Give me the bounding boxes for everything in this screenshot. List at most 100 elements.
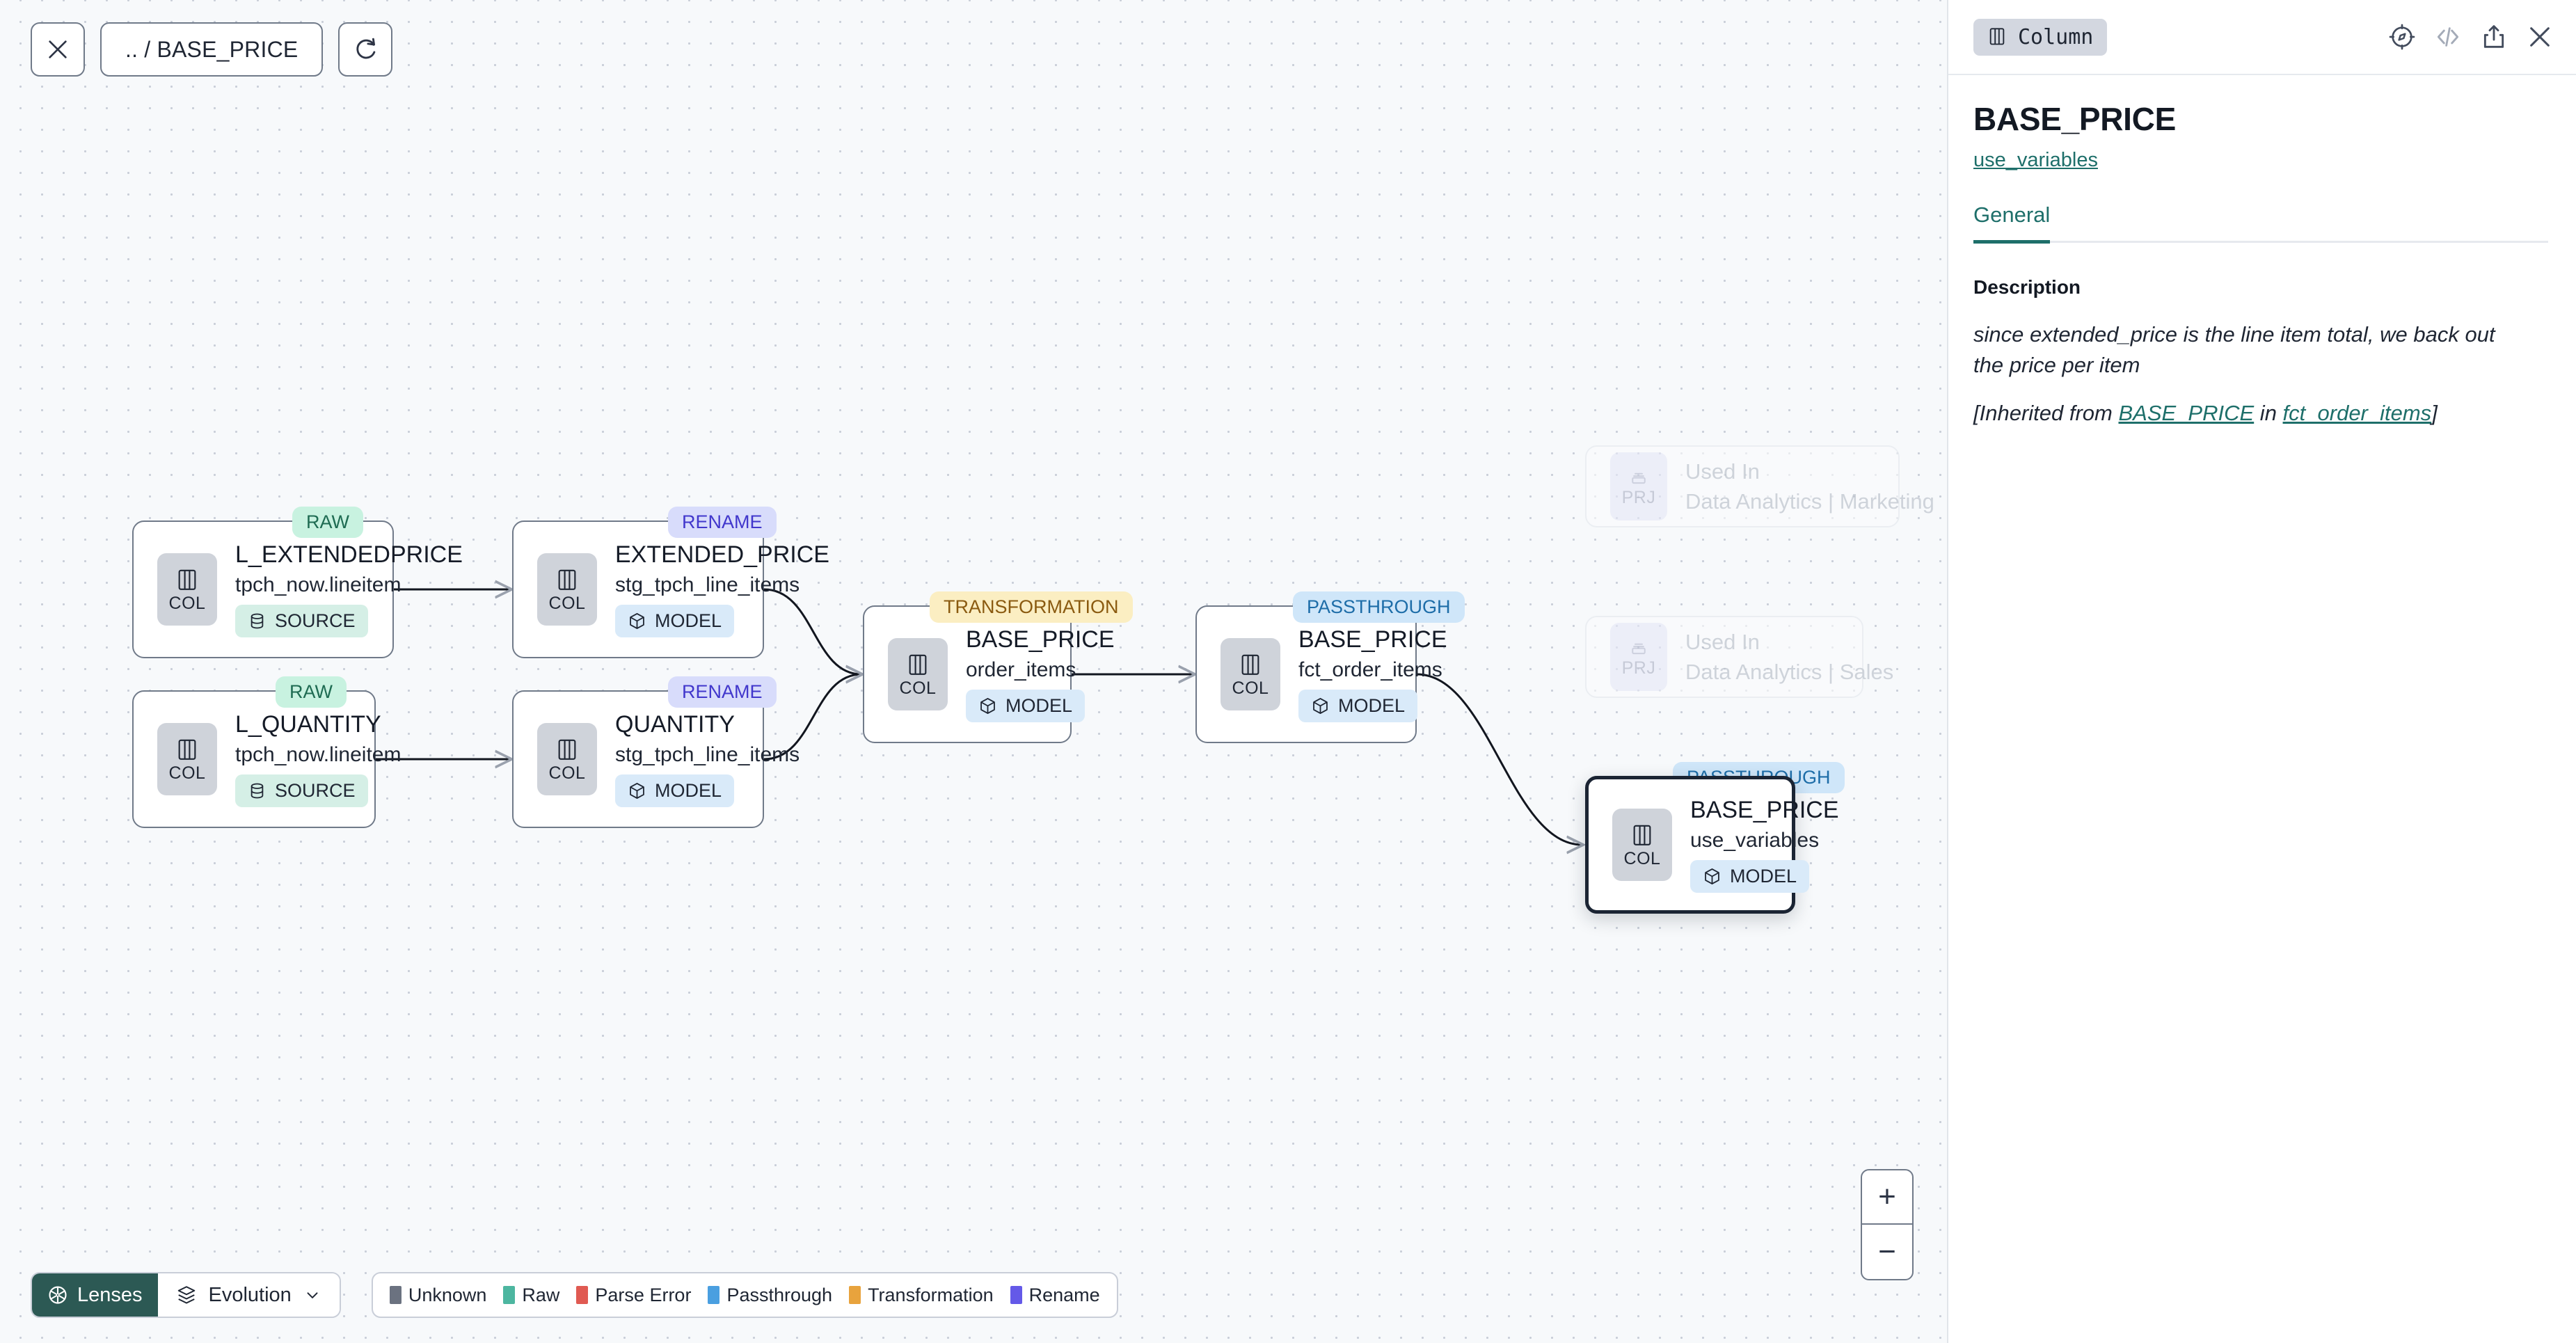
close-canvas-button[interactable] <box>31 22 85 77</box>
node-title: L_EXTENDEDPRICE <box>235 541 463 568</box>
node-kind-pill: MODEL <box>615 774 735 808</box>
column-icon <box>558 739 576 760</box>
col-chip: COL <box>1612 809 1672 881</box>
pill-label: MODEL <box>1338 695 1406 717</box>
col-chip: COL <box>537 553 597 626</box>
prj-chip: PRJ <box>1610 623 1667 691</box>
column-icon <box>909 654 927 675</box>
breadcrumb: .. / BASE_PRICE <box>125 36 299 62</box>
node-used-in-marketing[interactable]: PRJ Used In Data Analytics | Marketing <box>1585 445 1934 527</box>
legend-item-rename: Rename <box>1010 1285 1100 1306</box>
col-chip: COL <box>1221 638 1280 710</box>
inherited-suffix: ] <box>2431 400 2438 425</box>
refresh-icon <box>356 38 376 59</box>
breadcrumb-button[interactable]: .. / BASE_PRICE <box>100 22 324 77</box>
lenses-button[interactable]: Lenses <box>32 1273 158 1317</box>
tab-general[interactable]: General <box>1973 202 2051 244</box>
column-icon <box>1989 28 2005 45</box>
node-subtitle: stg_tpch_line_items <box>615 573 800 596</box>
cube-icon <box>630 613 644 630</box>
node-kind-pill: MODEL <box>1690 860 1810 893</box>
cube-icon <box>1313 698 1328 715</box>
project-icon <box>1632 643 1646 654</box>
node-title: BASE_PRICE <box>1690 796 1839 823</box>
cube-icon <box>980 698 995 715</box>
node-kind-pill: MODEL <box>1298 690 1418 723</box>
node-order-items[interactable]: COL BASE_PRICE order_items MODEL <box>863 605 1115 743</box>
prj-chip-label: PRJ <box>1621 487 1656 507</box>
node-extended-price[interactable]: COL EXTENDED_PRICE stg_tpch_line_items M… <box>512 520 829 658</box>
prj-chip: PRJ <box>1610 452 1667 520</box>
compass-icon[interactable] <box>2388 23 2416 51</box>
node-kind-pill: SOURCE <box>235 605 368 638</box>
zoom-controls: + − <box>1861 1169 1914 1280</box>
model-link[interactable]: use_variables <box>1973 149 2098 171</box>
legend-label: Unknown <box>408 1284 487 1305</box>
node-title: L_QUANTITY <box>235 710 381 738</box>
node-badge-passthrough: PASSTHROUGH <box>1293 591 1465 623</box>
legend-item-raw: Raw <box>503 1285 559 1306</box>
pill-label: SOURCE <box>275 780 356 802</box>
col-chip-label: COL <box>548 763 586 783</box>
node-l-quantity[interactable]: COL L_QUANTITY tpch_now.lineitem SOURCE <box>132 690 401 828</box>
node-badge-raw: RAW <box>276 676 347 708</box>
node-badge-raw: RAW <box>292 507 363 538</box>
chevron-down-icon <box>307 1292 318 1298</box>
legend-item-parse-error: Parse Error <box>576 1285 691 1306</box>
node-used-in-sales[interactable]: PRJ Used In Data Analytics | Sales <box>1585 616 1893 698</box>
bottom-toolbar: Lenses Evolution Unkno <box>31 1272 1118 1318</box>
legend-swatch <box>708 1286 720 1304</box>
close-icon[interactable] <box>2526 23 2554 51</box>
node-l-extendedprice[interactable]: COL L_EXTENDEDPRICE tpch_now.lineitem SO… <box>132 520 463 658</box>
cube-icon <box>630 783 644 800</box>
close-icon <box>49 40 67 58</box>
lenses-label: Lenses <box>77 1283 143 1306</box>
evolution-dropdown[interactable]: Evolution <box>157 1273 340 1317</box>
inherited-middle: in <box>2254 400 2283 425</box>
project-icon <box>1632 472 1646 484</box>
node-kind-pill: MODEL <box>966 690 1086 723</box>
refresh-button[interactable] <box>338 22 393 77</box>
pill-label: MODEL <box>655 780 722 802</box>
node-title: BASE_PRICE <box>1298 626 1447 653</box>
inherited-column-link[interactable]: BASE_PRICE <box>2118 400 2255 425</box>
node-subtitle: Data Analytics | Marketing <box>1685 488 1934 514</box>
col-chip-label: COL <box>168 593 206 613</box>
node-title: EXTENDED_PRICE <box>615 541 829 568</box>
code-icon[interactable] <box>2434 23 2462 51</box>
col-chip: COL <box>157 723 217 795</box>
zoom-in-button[interactable]: + <box>1862 1170 1912 1225</box>
column-icon <box>1241 654 1259 675</box>
inherited-prefix: [Inherited from <box>1973 400 2119 425</box>
pill-label: MODEL <box>655 610 722 632</box>
lineage-canvas[interactable]: .. / BASE_PRICE RAW COL L_EXTENDEDPRI <box>0 0 1947 1343</box>
entity-type-chip: Column <box>1973 18 2108 56</box>
share-icon[interactable] <box>2480 23 2508 51</box>
node-badge-transformation: TRANSFORMATION <box>930 591 1133 623</box>
node-subtitle: use_variables <box>1690 828 1820 852</box>
legend-label: Rename <box>1028 1284 1100 1305</box>
description-label: Description <box>1973 276 2081 298</box>
col-chip: COL <box>537 723 597 795</box>
details-panel: Column <box>1947 0 2576 1343</box>
node-subtitle: tpch_now.lineitem <box>235 742 401 766</box>
legend-item-transformation: Transformation <box>849 1285 994 1306</box>
col-chip-label: COL <box>899 678 937 698</box>
node-fct-order-items[interactable]: COL BASE_PRICE fct_order_items MODEL <box>1195 605 1447 743</box>
node-quantity[interactable]: COL QUANTITY stg_tpch_line_items MODEL <box>512 690 800 828</box>
legend-swatch <box>576 1286 589 1304</box>
page-title: BASE_PRICE <box>1973 101 2176 137</box>
node-use-variables[interactable]: COL BASE_PRICE use_variables MODEL <box>1585 776 1839 914</box>
panel-tabs: General <box>1973 202 2548 244</box>
node-subtitle: Data Analytics | Sales <box>1685 659 1894 684</box>
node-kind-pill: MODEL <box>615 605 735 638</box>
legend-swatch <box>389 1286 401 1304</box>
zoom-out-button[interactable]: − <box>1878 1234 1896 1269</box>
col-chip: COL <box>888 638 948 710</box>
lens-group: Lenses Evolution <box>31 1272 341 1318</box>
inherited-model-link[interactable]: fct_order_items <box>2282 400 2432 425</box>
legend-label: Parse Error <box>595 1284 692 1305</box>
node-subtitle: order_items <box>966 658 1076 681</box>
evolution-label: Evolution <box>208 1283 292 1306</box>
pill-label: MODEL <box>1005 695 1073 717</box>
